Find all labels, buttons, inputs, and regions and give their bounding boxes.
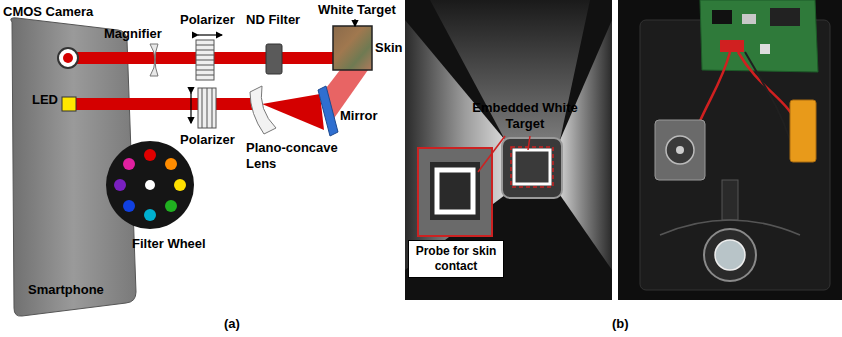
part-label: Filter Wheel <box>132 236 206 252</box>
box-text: Probe for skin contact <box>409 244 503 274</box>
callout-label: Embedded White Target <box>470 100 580 132</box>
panel-label: (a) <box>224 316 240 332</box>
part-label: Plano-concave Lens <box>246 140 346 172</box>
part-label: Skin <box>375 40 402 56</box>
part-label: Smartphone <box>28 282 104 298</box>
part-label: CMOS Camera <box>3 4 93 20</box>
part-label: White Target <box>318 2 396 18</box>
part-label: LED <box>32 92 58 108</box>
part-label: Polarizer <box>180 12 235 28</box>
part-label: Mirror <box>340 108 378 124</box>
part-label: Magnifier <box>104 26 162 42</box>
part-label: ND Filter <box>246 12 300 28</box>
part-label: Polarizer <box>180 132 235 148</box>
panel-label: (b) <box>612 316 629 332</box>
caption-box: Probe for skin contact <box>408 240 504 278</box>
